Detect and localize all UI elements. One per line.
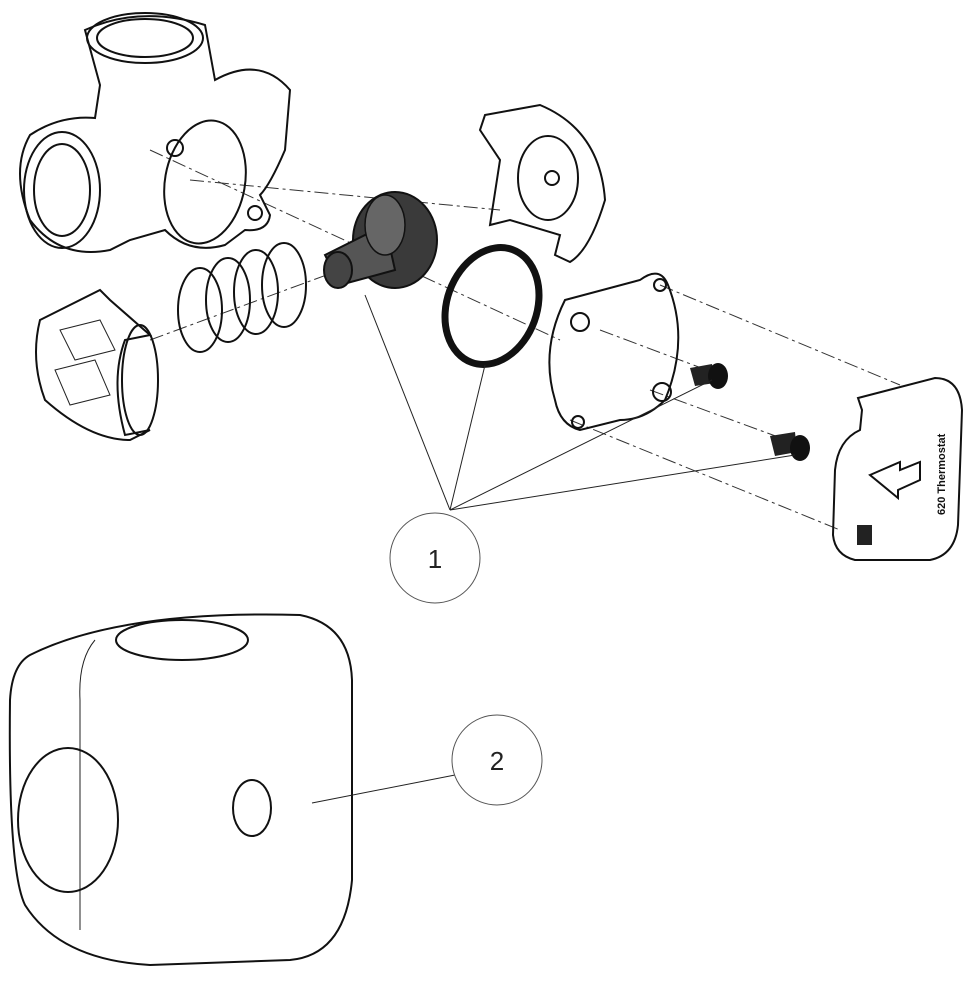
o-ring (441, 244, 543, 368)
callout-1-label: 1 (428, 544, 442, 574)
callout-1: 1 (389, 512, 481, 604)
insulation-shell (8, 613, 456, 967)
holder-top (478, 103, 607, 264)
callout-2: 2 (451, 714, 543, 806)
valve-body (19, 12, 292, 253)
callout-1-leaders (364, 294, 796, 511)
cover-plate (548, 272, 680, 432)
cartridge-cage (35, 288, 159, 442)
spring (177, 242, 307, 353)
thermostat-element (323, 191, 438, 289)
screws (690, 363, 810, 461)
callout-2-label: 2 (490, 746, 504, 776)
front-cap: 620 Thermostat (831, 376, 964, 561)
cap-label: 620 Thermostat (936, 433, 948, 515)
